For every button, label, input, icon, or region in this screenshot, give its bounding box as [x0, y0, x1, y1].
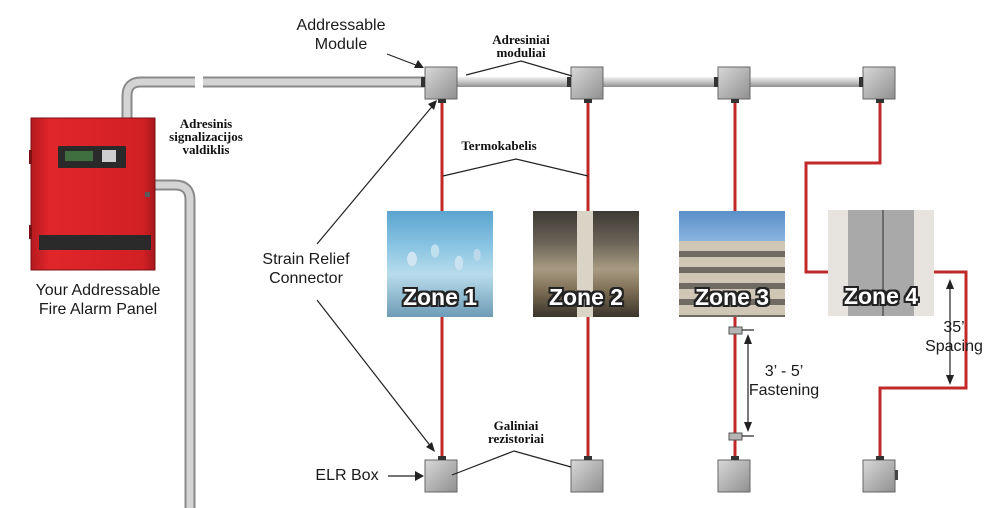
fastening-label: 3’ - 5’ Fastening	[748, 363, 820, 399]
zone-2-label: Zone 2	[548, 284, 624, 310]
adresinis-valdiklis-label: Adresinis signalizacijos valdiklis	[169, 116, 243, 157]
termokabelis-label: Termokabelis	[461, 138, 537, 153]
pointer-lines	[316, 53, 589, 477]
pointer-termokabelis	[442, 158, 589, 177]
spacing-label: 35’ Spacing	[925, 319, 983, 355]
elr-box-3	[717, 456, 751, 493]
pointer-galiniai-rezistoriai	[451, 450, 572, 476]
pointer-addressable-module	[386, 53, 422, 68]
elr-box-2	[570, 456, 604, 493]
elr-box-4	[862, 456, 898, 493]
conduit-main-run	[440, 77, 880, 87]
fastener-upper	[728, 326, 743, 335]
addressable-module-3	[714, 66, 751, 103]
zone-3-photo: Zone 3	[679, 211, 785, 317]
zone-4-label: Zone 4	[843, 283, 919, 309]
addressable-module-label: Addressable Module	[296, 17, 386, 53]
strain-relief-label: Strain Relief Connector	[262, 251, 350, 287]
adresiniai-moduliai-label: Adresiniai moduliai	[492, 32, 550, 60]
galiniai-rezistoriai-label: Galiniai rezistoriai	[487, 418, 545, 446]
zone-3-label: Zone 3	[694, 284, 770, 310]
spacing-dimension	[946, 279, 954, 385]
fire-alarm-panel	[29, 117, 156, 271]
pointer-strain-relief-lower	[316, 299, 433, 449]
panel-caption: Your Addressable Fire Alarm Panel	[35, 282, 161, 318]
elr-box-label: ELR Box	[315, 467, 379, 484]
conduit-panel-return	[155, 179, 196, 508]
fastening-markers	[728, 326, 754, 441]
zone-1-label: Zone 1	[402, 284, 478, 310]
zone-2-photo: Zone 2	[533, 211, 639, 317]
pointer-strain-relief-upper	[316, 102, 436, 245]
addressable-module-1	[421, 66, 458, 103]
elr-boxes	[424, 456, 898, 493]
zone-1-photo: Zone 1	[387, 211, 493, 317]
zone-4-photo: Zone 4	[828, 210, 934, 316]
pointer-arrowheads	[414, 60, 437, 481]
addressable-module-2	[567, 66, 604, 103]
conduit-panel-feed	[121, 76, 427, 118]
pointer-adresiniai-moduliai	[465, 60, 573, 77]
fastener-lower	[728, 432, 743, 441]
addressable-module-boxes	[421, 66, 896, 103]
addressable-module-4	[859, 66, 896, 103]
elr-box-1	[424, 456, 458, 493]
